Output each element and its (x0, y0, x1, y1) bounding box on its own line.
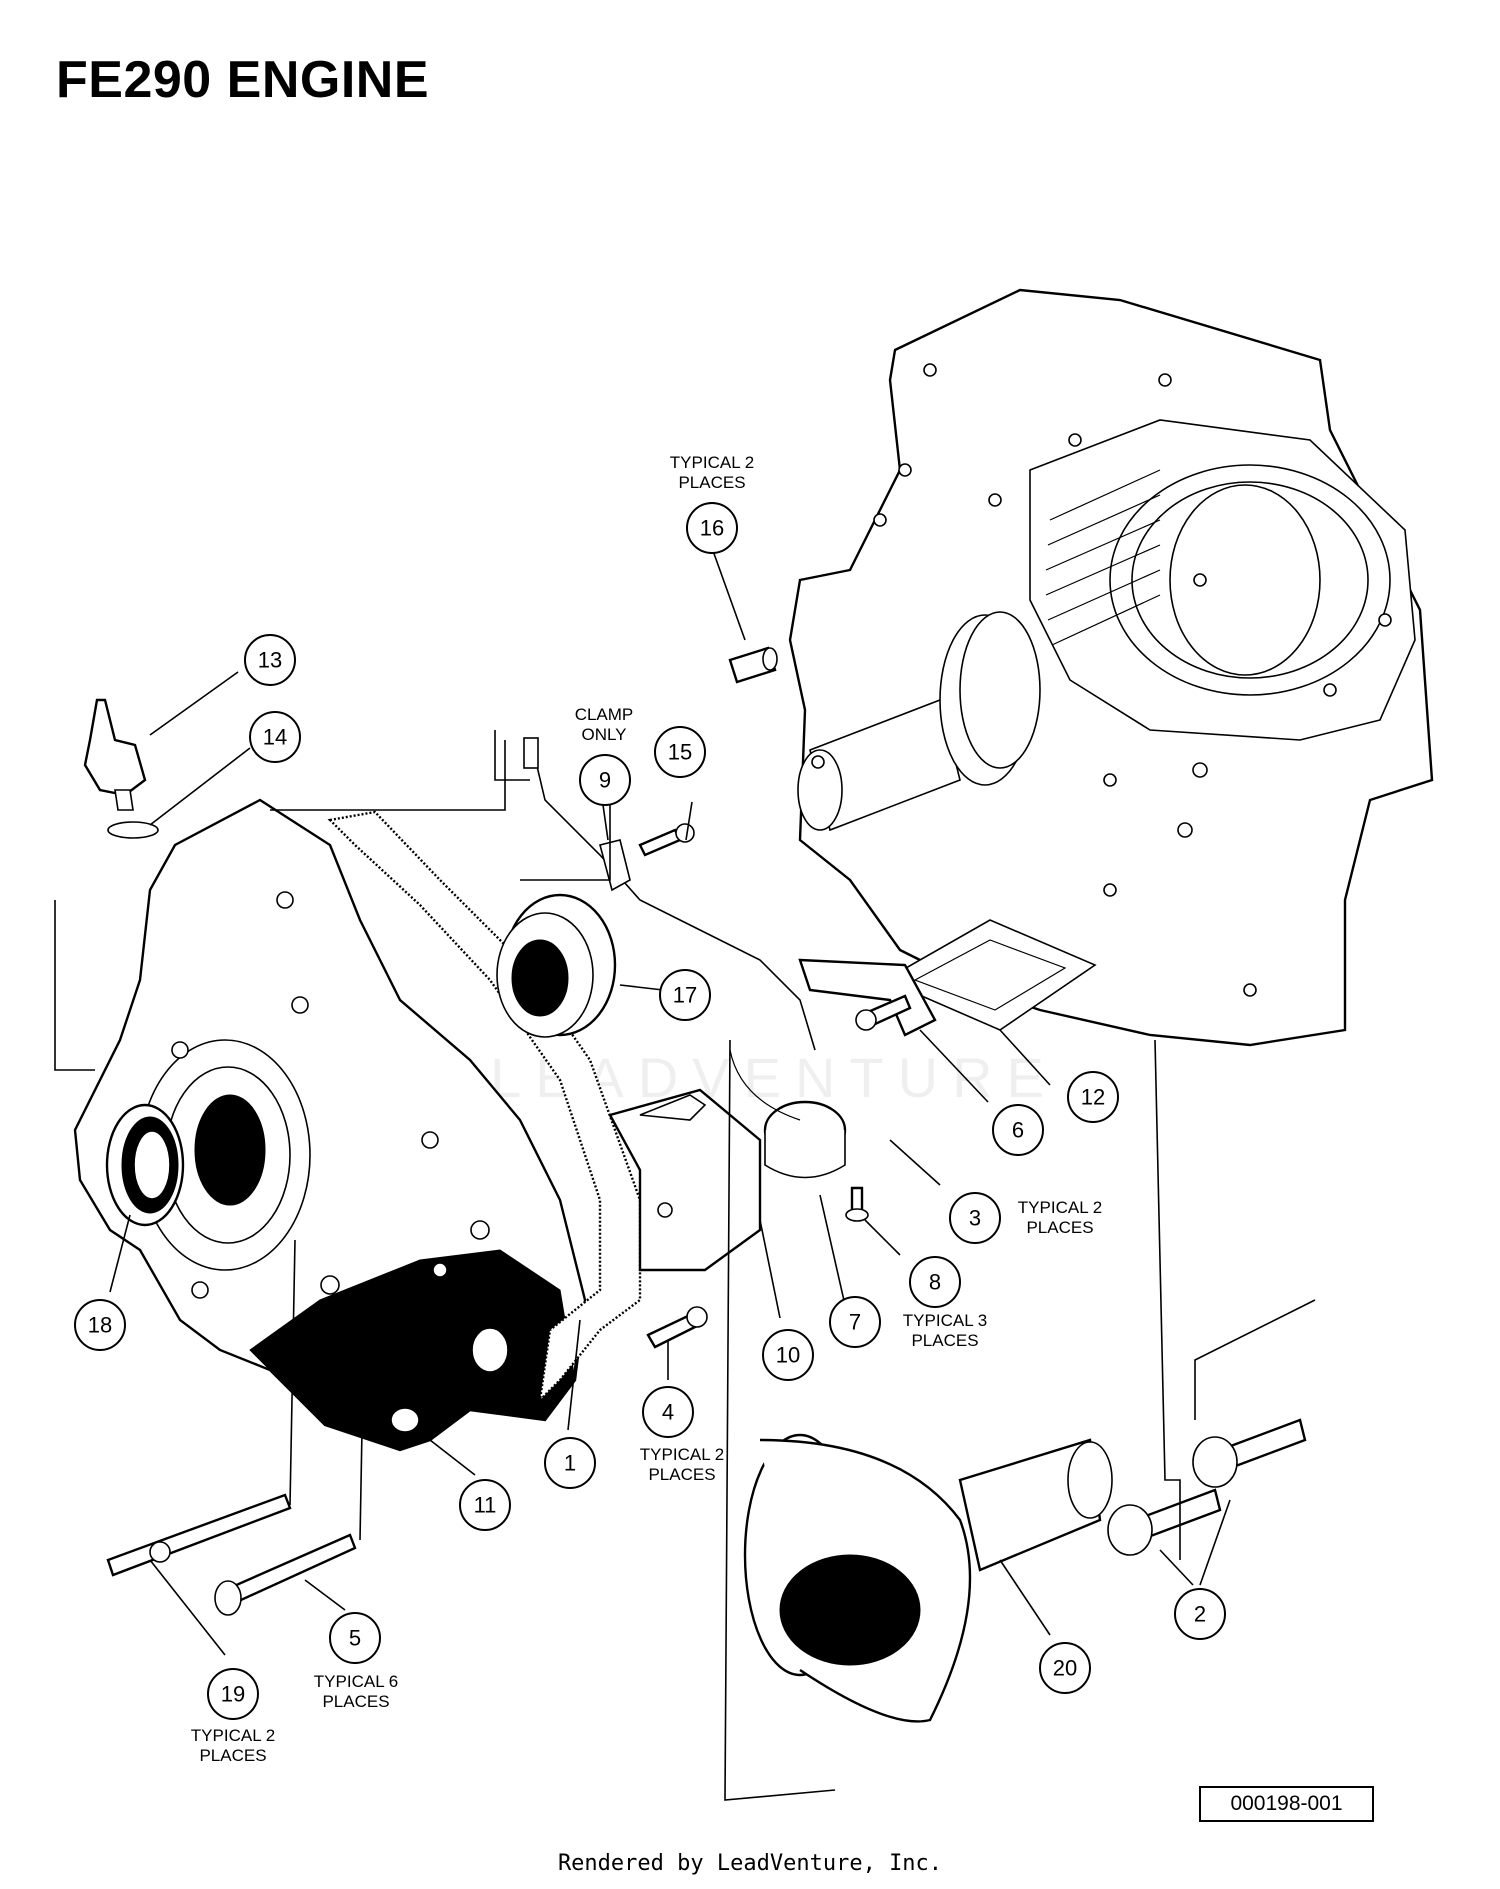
svg-text:16: 16 (700, 516, 724, 541)
svg-text:17: 17 (673, 983, 697, 1008)
oil-seal (105, 1103, 185, 1227)
svg-text:18: 18 (88, 1313, 112, 1338)
screw-8 (845, 1186, 869, 1222)
svg-text:PLACES: PLACES (678, 473, 745, 492)
breather-valve (83, 698, 159, 839)
callout-8: 8 (909, 1256, 961, 1308)
callout-12: 12 (1067, 1071, 1119, 1123)
svg-text:CLAMP: CLAMP (575, 705, 634, 724)
callout-11: 11 (459, 1479, 511, 1531)
callout-13: 13 (244, 634, 296, 686)
svg-text:TYPICAL 2: TYPICAL 2 (191, 1726, 275, 1745)
sensor-wire (523, 737, 816, 1051)
svg-text:TYPICAL 6: TYPICAL 6 (314, 1672, 398, 1691)
render-credit: Rendered by LeadVenture, Inc. (557, 1851, 943, 1876)
note-4-typical: TYPICAL 2 PLACES (640, 1445, 724, 1484)
svg-text:PLACES: PLACES (1026, 1218, 1093, 1237)
svg-text:19: 19 (221, 1682, 245, 1707)
dowel-pin (728, 646, 778, 684)
governor-assembly (608, 1088, 762, 1272)
svg-text:12: 12 (1081, 1085, 1105, 1110)
svg-text:15: 15 (668, 740, 692, 765)
callout-10: 10 (762, 1329, 814, 1381)
svg-text:3: 3 (969, 1206, 981, 1231)
oil-switch (729, 1049, 847, 1179)
callout-14: 14 (249, 711, 301, 763)
callout-9: 9 (579, 754, 631, 806)
svg-text:11: 11 (474, 1493, 497, 1518)
svg-text:14: 14 (263, 725, 287, 750)
bolt-15 (638, 823, 695, 857)
bracket (798, 958, 937, 1037)
callout-15: 15 (654, 726, 706, 778)
callout-4: 4 (642, 1386, 694, 1438)
bolt-4 (646, 1306, 708, 1349)
svg-text:TYPICAL 2: TYPICAL 2 (640, 1445, 724, 1464)
svg-text:8: 8 (929, 1270, 941, 1295)
svg-text:5: 5 (349, 1626, 361, 1651)
stud-bolt-19 (106, 1493, 292, 1577)
svg-text:TYPICAL 2: TYPICAL 2 (670, 453, 754, 472)
leader-lines (54, 547, 1316, 1801)
svg-text:20: 20 (1053, 1656, 1077, 1681)
svg-text:PLACES: PLACES (648, 1465, 715, 1484)
svg-text:10: 10 (776, 1343, 800, 1368)
callout-18: 18 (74, 1299, 126, 1351)
note-9-clamp-only: CLAMP ONLY (575, 705, 634, 744)
svg-text:13: 13 (258, 648, 282, 673)
callout-20: 20 (1039, 1642, 1091, 1694)
svg-text:2: 2 (1194, 1602, 1206, 1627)
svg-text:PLACES: PLACES (322, 1692, 389, 1711)
note-3-typical: TYPICAL 2 PLACES (1018, 1198, 1102, 1237)
svg-text:9: 9 (599, 768, 611, 793)
callout-7: 7 (829, 1296, 881, 1348)
callout-5: 5 (329, 1612, 381, 1664)
camshaft (743, 1433, 1113, 1723)
gasket (327, 810, 642, 1404)
callout-1: 1 (544, 1437, 596, 1489)
svg-text:ONLY: ONLY (581, 725, 626, 744)
note-16-typical: TYPICAL 2 PLACES (670, 453, 754, 492)
callout-2: 2 (1174, 1588, 1226, 1640)
callout-16: 16 (686, 502, 738, 554)
svg-text:PLACES: PLACES (199, 1746, 266, 1765)
figure-code: 000198-001 (1199, 1786, 1374, 1822)
svg-text:4: 4 (662, 1400, 674, 1425)
svg-text:7: 7 (849, 1310, 861, 1335)
svg-text:PLACES: PLACES (911, 1331, 978, 1350)
bearing (496, 893, 617, 1038)
callout-19: 19 (207, 1668, 259, 1720)
svg-text:6: 6 (1012, 1118, 1024, 1143)
note-19-typical: TYPICAL 2 PLACES (191, 1726, 275, 1765)
note-8-typical: TYPICAL 3 PLACES (903, 1311, 987, 1350)
callout-3: 3 (949, 1192, 1001, 1244)
svg-text:TYPICAL 3: TYPICAL 3 (903, 1311, 987, 1330)
page-title: FE290 ENGINE (56, 51, 430, 109)
svg-text:1: 1 (564, 1451, 576, 1476)
svg-text:TYPICAL 2: TYPICAL 2 (1018, 1198, 1102, 1217)
bolt-6 (855, 994, 912, 1031)
engine-block (788, 288, 1434, 1047)
crankcase-cover (73, 798, 587, 1452)
note-5-typical: TYPICAL 6 PLACES (314, 1672, 398, 1711)
bolt-5 (214, 1533, 357, 1616)
callout-17: 17 (659, 969, 711, 1021)
tappets (1107, 1418, 1307, 1556)
callout-6: 6 (992, 1104, 1044, 1156)
